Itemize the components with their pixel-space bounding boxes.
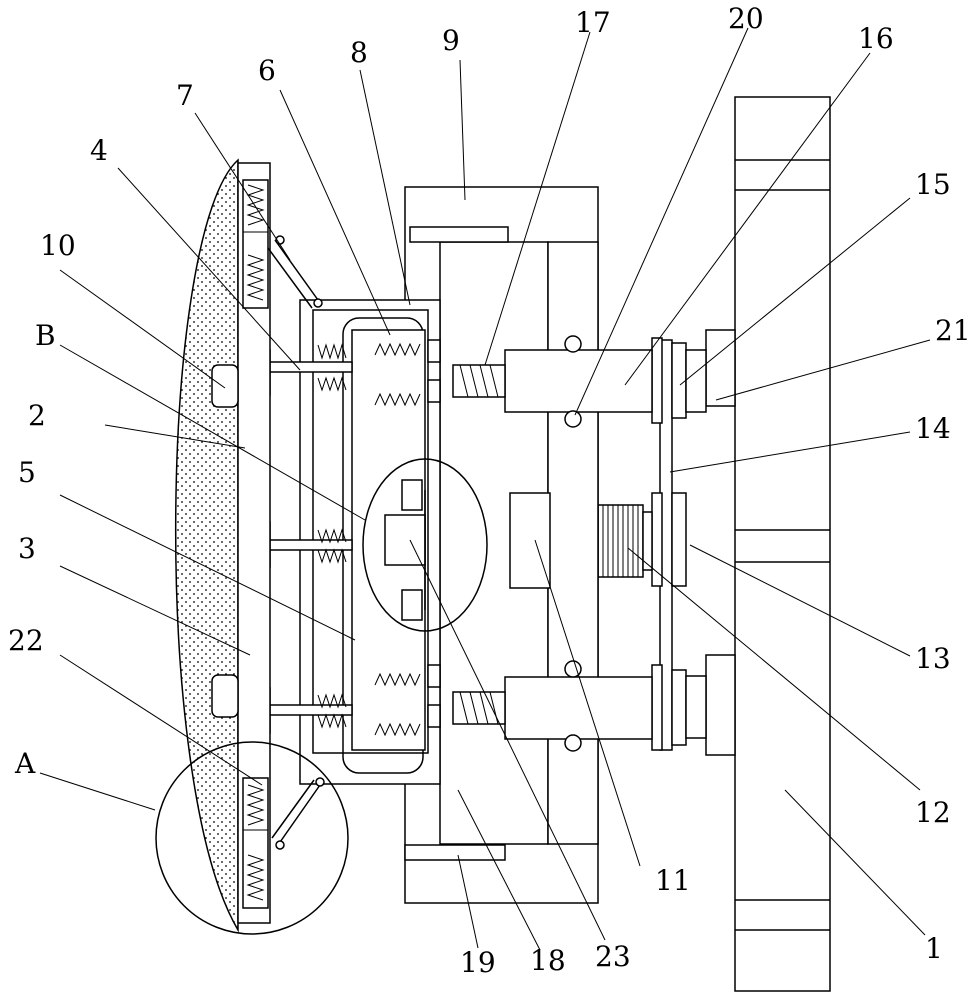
label-21: 21: [935, 314, 971, 347]
label-11: 11: [655, 864, 691, 897]
label-16: 16: [858, 22, 894, 55]
threaded-rods: [452, 364, 506, 725]
label-B: B: [35, 319, 56, 352]
motor-gear: [597, 504, 653, 578]
label-3: 3: [18, 532, 36, 565]
part-labels: 1 2 3 4 5 6 7 8 9 10 11 12 13 14 15 16 1…: [8, 2, 971, 979]
label-14: 14: [915, 412, 951, 445]
spring-boxes: [242, 179, 325, 909]
label-18: 18: [530, 944, 566, 977]
bearings: [564, 335, 582, 752]
label-19: 19: [460, 946, 496, 979]
label-12: 12: [915, 796, 951, 829]
label-A: A: [14, 747, 36, 780]
label-6: 6: [258, 54, 276, 87]
label-9: 9: [442, 24, 460, 57]
label-13: 13: [915, 642, 951, 675]
label-7: 7: [176, 79, 194, 112]
springs: [374, 342, 421, 737]
label-15: 15: [915, 168, 951, 201]
label-20: 20: [728, 2, 764, 35]
detail-circles: [155, 458, 488, 935]
label-2: 2: [28, 399, 46, 432]
label-22: 22: [8, 624, 44, 657]
base-plate: [734, 96, 831, 992]
detail-b-parts: [384, 479, 426, 621]
label-8: 8: [350, 36, 368, 69]
cushion-pad: [174, 158, 239, 933]
label-4: 4: [90, 134, 108, 167]
label-23: 23: [595, 940, 631, 973]
label-5: 5: [18, 456, 36, 489]
leader-lines: [39, 27, 931, 951]
pulleys: [651, 337, 707, 751]
bearing-blocks: [705, 329, 736, 756]
label-10: 10: [40, 229, 76, 262]
label-1: 1: [925, 932, 943, 965]
label-17: 17: [575, 6, 611, 39]
